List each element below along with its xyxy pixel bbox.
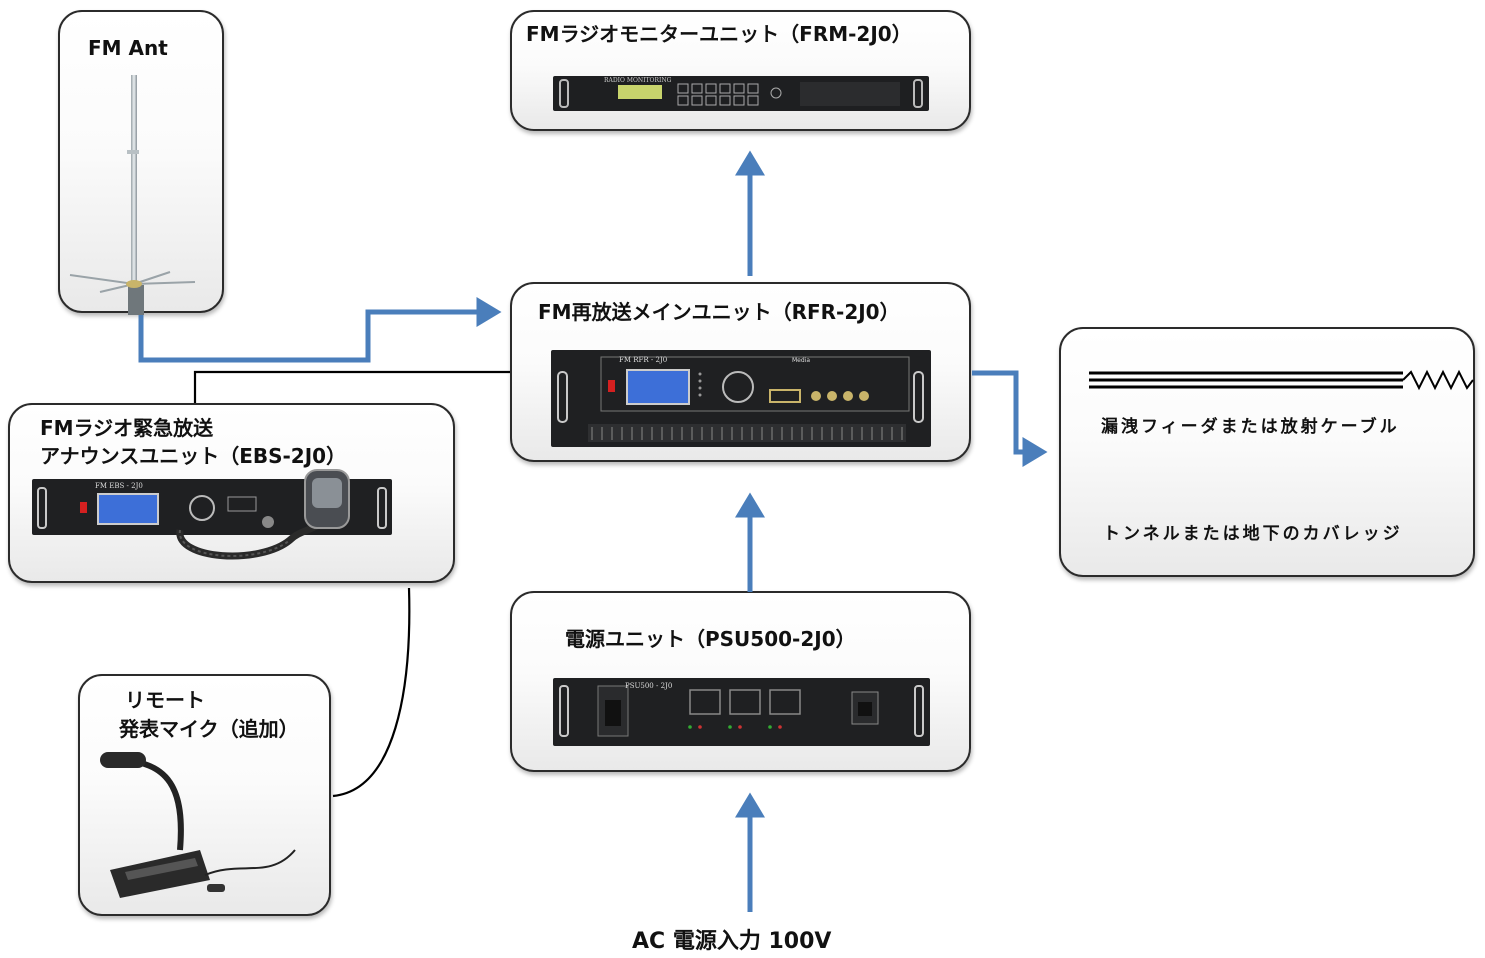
fm-antenna-image [69, 75, 196, 315]
psu-label: 電源ユニット（PSU500-2J0） [565, 627, 856, 651]
main-rack-image: FM RFR - 2J0 Media [551, 350, 931, 447]
remote-label-line2: 発表マイク（追加） [119, 717, 299, 741]
leaky-feeder-cable-image [1089, 369, 1474, 391]
svg-text:FM EBS - 2J0: FM EBS - 2J0 [95, 482, 143, 490]
emergency-label-line1: FMラジオ緊急放送 [40, 416, 214, 440]
emergency-label-line2: アナウンスユニット（EBS-2J0） [40, 444, 347, 468]
svg-text:FM RFR - 2J0: FM RFR - 2J0 [619, 356, 667, 364]
svg-text:PSU500 - 2J0: PSU500 - 2J0 [625, 682, 672, 690]
antenna-box [58, 10, 224, 313]
coverage-box [1059, 327, 1475, 577]
remote-label-line1: リモート [125, 688, 205, 712]
psu-rack-image: PSU500 - 2J0 [553, 678, 930, 746]
arrow-antenna-to-main [138, 297, 502, 363]
cable-mic-to-emergency [332, 587, 411, 798]
svg-text:RADIO MONITORING: RADIO MONITORING [604, 77, 672, 84]
cable-emergency-to-main [193, 370, 510, 403]
arrow-main-to-coverage [972, 370, 1048, 467]
coverage-label-line1: 漏洩フィーダまたは放射ケーブル [1101, 417, 1400, 437]
desk-mic-image [100, 752, 296, 898]
coverage-label-line2: トンネルまたは地下のカバレッジ [1103, 524, 1403, 544]
emergency-rack-image: FM EBS - 2J0 [32, 469, 392, 560]
monitor-rack-image: RADIO MONITORING [553, 76, 929, 111]
main-unit-label: FM再放送メインユニット（RFR-2J0） [538, 300, 900, 324]
svg-text:Media: Media [792, 357, 810, 364]
monitor-label: FMラジオモニターユニット（FRM-2J0） [526, 22, 912, 46]
antenna-label: FM Ant [88, 36, 168, 60]
ac-input-label: AC 電源入力 100V [632, 929, 832, 954]
